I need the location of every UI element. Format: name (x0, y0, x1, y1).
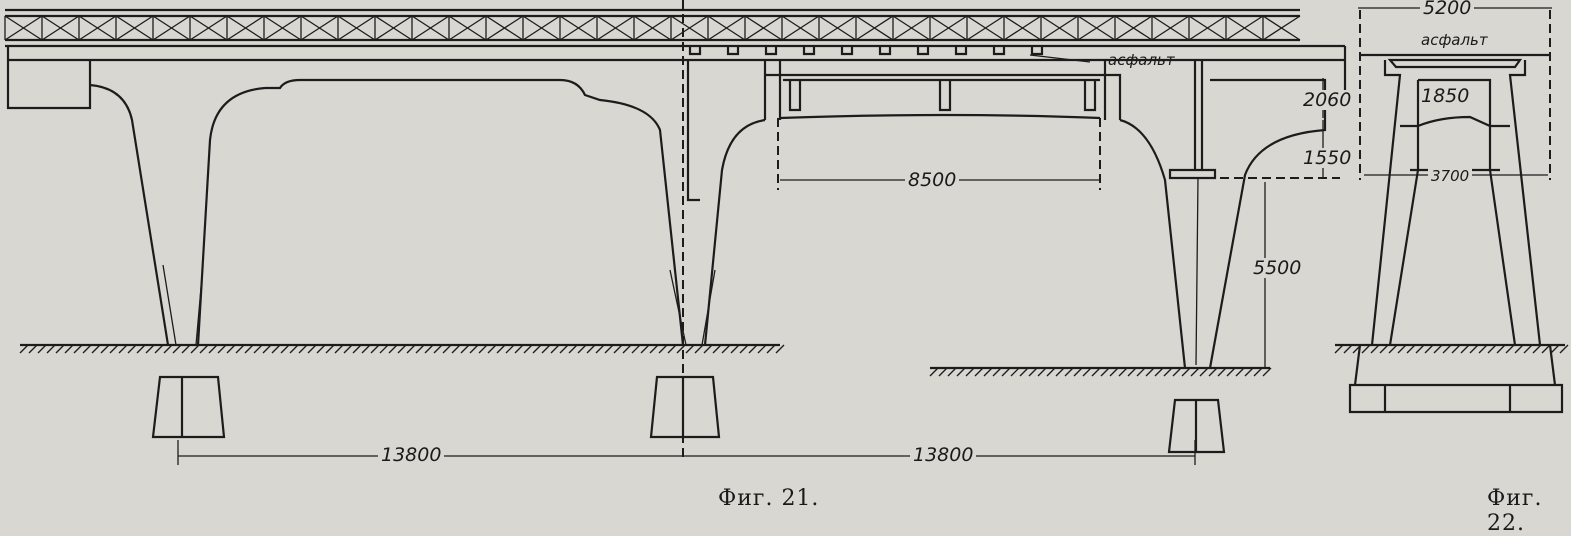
bridge-drawing (4, 0, 1569, 465)
span-right-dimension: 13800 (910, 445, 977, 465)
box-height-dimension: 1850 (1421, 85, 1470, 107)
figure-22-caption: Фиг. 22. (1487, 486, 1543, 536)
haunch-height-dimension: 1550 (1300, 148, 1355, 168)
ground-lines (19, 343, 1569, 377)
top-width-dimension: 5200 (1420, 0, 1475, 18)
railing (4, 8, 1345, 48)
footings (151, 375, 1226, 454)
asphalt-label-section: асфальт (1421, 31, 1488, 49)
frame-cut-section (686, 60, 1327, 369)
figure-21-caption: Фиг. 21. (718, 486, 820, 511)
deck-slab (6, 46, 1347, 110)
clear-span-dimension: 8500 (905, 170, 960, 190)
asphalt-label: асфальт (1108, 51, 1175, 69)
pier-height-dimension: 5500 (1250, 258, 1305, 278)
inner-width-dimension: 3700 (1428, 166, 1473, 186)
frame-left-section (89, 78, 766, 346)
deck-height-dimension: 2060 (1300, 90, 1355, 110)
span-left-dimension: 13800 (378, 445, 445, 465)
